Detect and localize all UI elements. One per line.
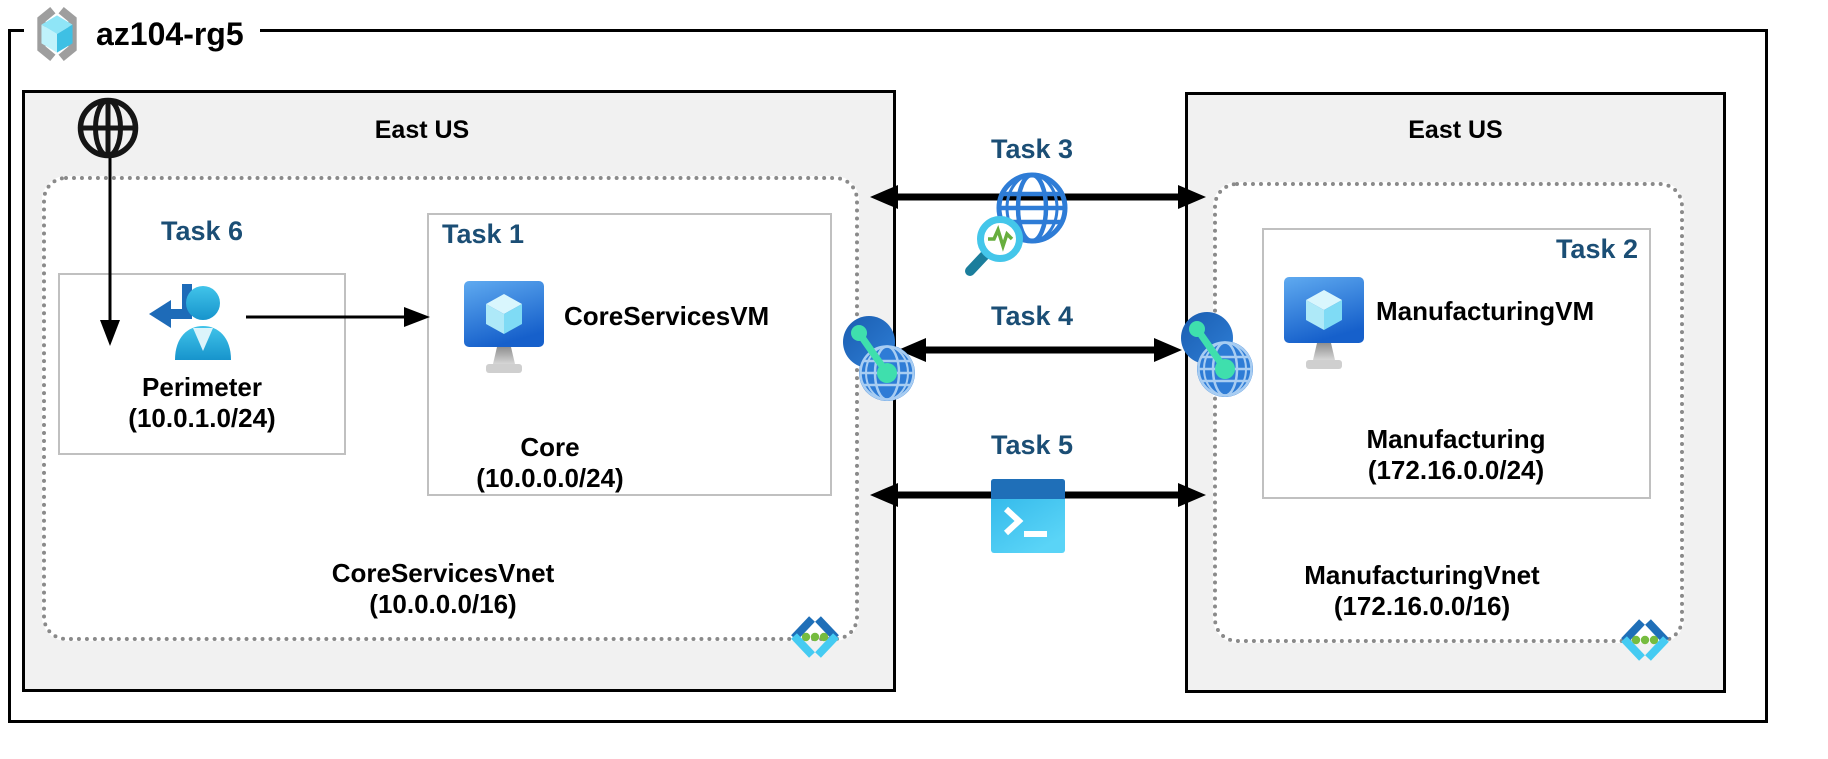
virtual-network-icon-right xyxy=(1617,614,1673,666)
resource-group-label: az104-rg5 xyxy=(24,0,260,68)
region-label-right: East US xyxy=(1408,116,1503,144)
arrow-perimeter-to-core xyxy=(246,303,432,331)
vnet-manufacturing-name: ManufacturingVnet xyxy=(1304,560,1540,590)
vnet-manufacturing-cidr: (172.16.0.0/16) xyxy=(1333,591,1511,621)
vnet-peering-icon-right xyxy=(1180,310,1254,398)
vnet-coreservices-label: CoreServicesVnet (10.0.0.0/16) xyxy=(193,558,693,620)
subnet-box-core xyxy=(427,213,832,496)
task2-label: Task 2 xyxy=(1555,234,1638,264)
user-entry-icon xyxy=(143,280,231,360)
vm-name-manufacturing: ManufacturingVM xyxy=(1376,296,1595,326)
virtual-machine-icon-right xyxy=(1284,277,1364,375)
subnet-perimeter-label: Perimeter (10.0.1.0/24) xyxy=(52,372,352,434)
task5-label: Task 5 xyxy=(990,430,1074,460)
arrow-task3 xyxy=(868,181,1208,213)
subnet-manufacturing-label: Manufacturing (172.16.0.0/24) xyxy=(1306,424,1606,486)
subnet-manufacturing-cidr: (172.16.0.0/24) xyxy=(1367,455,1545,485)
resource-group-icon xyxy=(28,5,86,63)
resource-group-title: az104-rg5 xyxy=(96,15,244,52)
vnet-coreservices-cidr: (10.0.0.0/16) xyxy=(369,589,517,619)
vnet-manufacturing-label: ManufacturingVnet (172.16.0.0/16) xyxy=(1172,560,1672,622)
arrow-internet-to-perimeter xyxy=(96,158,124,348)
vnet-peering-icon-left xyxy=(842,314,916,402)
arrow-task4 xyxy=(896,334,1184,366)
cloud-shell-icon xyxy=(991,479,1065,553)
task3-label: Task 3 xyxy=(990,134,1074,164)
task4-label: Task 4 xyxy=(990,301,1074,331)
vnet-coreservices-name: CoreServicesVnet xyxy=(331,558,555,588)
task6-label: Task 6 xyxy=(160,216,244,246)
subnet-core-name: Core xyxy=(520,432,580,462)
vm-name-coreservices: CoreServicesVM xyxy=(564,301,770,331)
virtual-network-icon xyxy=(787,611,843,663)
region-label-left: East US xyxy=(374,116,470,144)
subnet-perimeter-name: Perimeter xyxy=(142,372,262,402)
virtual-machine-icon xyxy=(464,281,544,379)
network-watcher-icon xyxy=(960,166,1072,278)
subnet-manufacturing-name: Manufacturing xyxy=(1366,424,1546,454)
subnet-core-label: Core (10.0.0.0/24) xyxy=(400,432,700,494)
internet-globe-icon xyxy=(77,97,139,159)
task1-label: Task 1 xyxy=(442,219,525,249)
subnet-perimeter-cidr: (10.0.1.0/24) xyxy=(128,403,276,433)
subnet-core-cidr: (10.0.0.0/24) xyxy=(476,463,624,493)
resource-group-box xyxy=(8,29,1768,723)
